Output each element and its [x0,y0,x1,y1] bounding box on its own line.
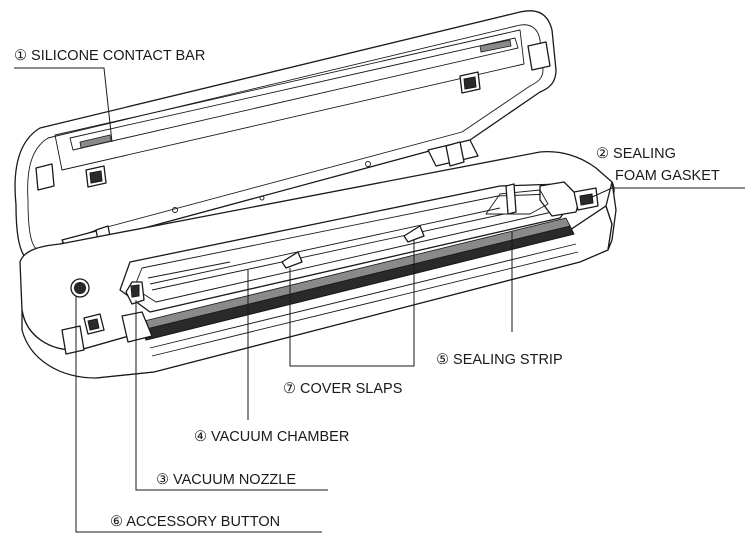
contact-bar-slot [79,134,112,149]
cover-slap-right [403,225,425,243]
chamber-groove [147,261,231,279]
lid-screw-hole [365,161,371,167]
leader-lines [14,67,745,533]
right-latch-inner [579,193,594,206]
gasket-hole [485,189,549,215]
sealing-strip-edge [149,243,577,349]
label-sealing-strip: ⑤ SEALING STRIP [436,352,563,368]
lid-screw-hole [259,195,265,201]
label-silicone-contact-bar: ① SILICONE CONTACT BAR [14,48,205,64]
sealing-strip-edge [151,251,579,357]
lid-window-left-inner [89,170,103,184]
cover-slap-left [281,251,303,269]
leader-cover-slaps [289,240,415,367]
base-front-edge [95,261,581,379]
label-vacuum-chamber: ④ VACUUM CHAMBER [194,429,349,445]
contact-bar-slot [479,39,512,53]
leader-accessory-button [75,296,322,533]
leader-sealing-foam-gasket [589,187,745,199]
silicone-contact-bar-shape [69,37,519,151]
label-sealing-foam-gasket-line1: ② SEALING [596,146,676,162]
leader-silicone-contact-bar [14,67,113,143]
sealing-strip-edge [145,233,575,341]
left-latch-inner [87,318,100,331]
lid-window-right-inner [463,76,477,90]
label-cover-slaps: ⑦ COVER SLAPS [283,381,402,397]
label-sealing-foam-gasket-line2: FOAM GASKET [615,168,720,184]
leader-vacuum-nozzle [135,300,328,491]
accessory-button-center [74,282,86,294]
label-accessory-button: ⑥ ACCESSORY BUTTON [110,514,280,530]
lid-inner-panel [54,29,525,171]
lid-screw-hole [172,207,178,213]
lid-clip-right [527,41,551,71]
vacuum-nozzle-tip [130,284,140,298]
lid [14,10,557,264]
base-left-lower [121,311,153,343]
labels: ① SILICONE CONTACT BAR ② SEALING FOAM GA… [14,48,720,530]
label-vacuum-nozzle: ③ VACUUM NOZZLE [156,472,296,488]
chamber-groove [149,207,501,285]
base-right-end [605,181,617,251]
left-end-clip [61,325,85,355]
hinge-right-clip [445,141,465,167]
foam-gasket-shape [539,181,581,217]
lid-clip-left [35,163,55,191]
right-post [505,183,517,215]
chamber-groove [151,213,505,291]
